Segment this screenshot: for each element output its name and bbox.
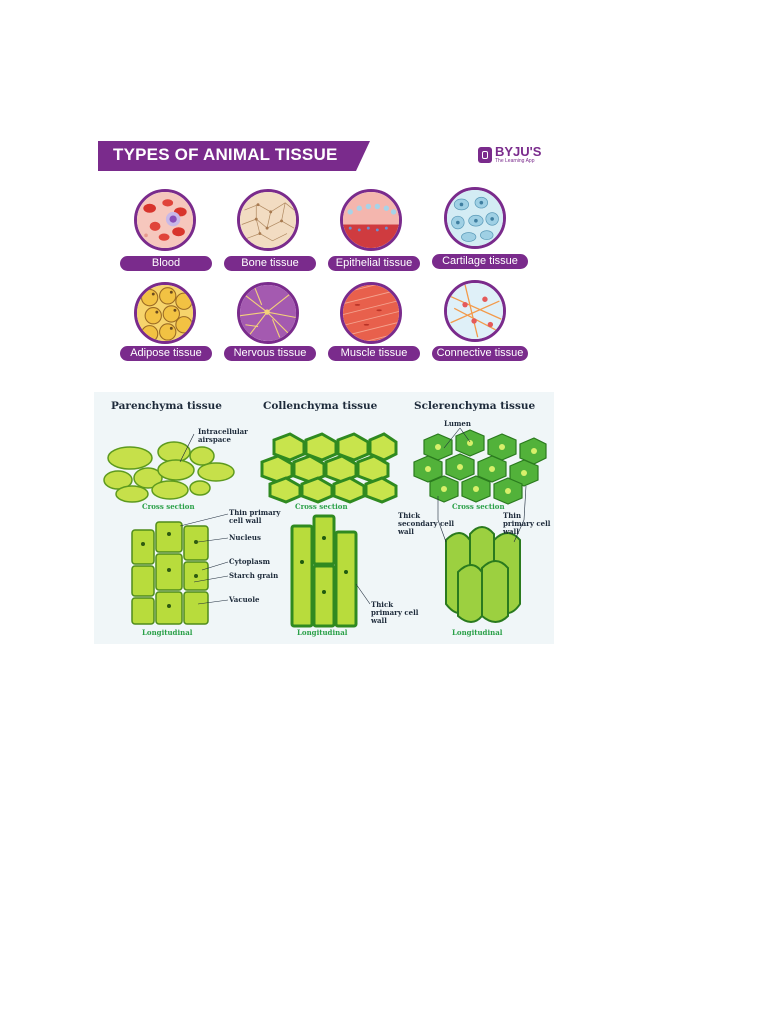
logo-name: BYJU'S — [495, 144, 542, 159]
tissue-label-nervous: Nervous tissue — [224, 346, 316, 361]
tissue-label-cartilage: Cartilage tissue — [432, 254, 528, 269]
adipose-tissue-illustration — [134, 282, 196, 344]
label-cytoplasm: Cytoplasm — [229, 557, 270, 566]
label-starch-grain: Starch grain — [229, 571, 279, 580]
cartilage-tissue-illustration — [444, 187, 506, 249]
tissue-label-connective: Connective tissue — [432, 346, 528, 361]
label-thin-primary-cell-wall-sclerenchyma: Thin primary cell wall — [503, 511, 551, 536]
parenchyma-cross-section — [103, 441, 235, 503]
byjus-logo-icon — [478, 146, 492, 163]
collenchyma-longitudinal — [290, 514, 358, 628]
label-thick-primary-cell-wall: Thick primary cell wall — [371, 600, 419, 625]
label-lumen: Lumen — [444, 419, 471, 428]
page-title: TYPES OF ANIMAL TISSUE — [113, 145, 338, 164]
caption-parenchyma-cross-section: Cross section — [142, 502, 195, 511]
connective-tissue-illustration — [444, 280, 506, 342]
tissue-label-blood: Blood — [120, 256, 212, 271]
label-thick-secondary-cell-wall: Thick secondary cell wall — [398, 511, 455, 536]
tissue-label-adipose: Adipose tissue — [120, 346, 212, 361]
caption-parenchyma-longitudinal: Longitudinal — [142, 628, 193, 637]
caption-collenchyma-longitudinal: Longitudinal — [297, 628, 348, 637]
collenchyma-cross-section — [260, 432, 398, 504]
nervous-tissue-illustration — [237, 282, 299, 344]
caption-collenchyma-cross-section: Cross section — [295, 502, 348, 511]
sclerenchyma-cross-section — [413, 429, 547, 505]
epithelial-tissue-illustration — [340, 189, 402, 251]
tissue-label-epithelial: Epithelial tissue — [328, 256, 420, 271]
label-nucleus: Nucleus — [229, 533, 261, 542]
parenchyma-title: Parenchyma tissue — [111, 400, 222, 412]
title-banner — [98, 141, 370, 171]
tissue-label-muscle: Muscle tissue — [328, 346, 420, 361]
byjus-logo: BYJU'S The Learning App — [478, 145, 541, 164]
muscle-tissue-illustration — [340, 282, 402, 344]
blood-illustration — [134, 189, 196, 251]
bone-tissue-illustration — [237, 189, 299, 251]
tissue-label-bone: Bone tissue — [224, 256, 316, 271]
parenchyma-longitudinal — [131, 521, 209, 625]
plant-tissue-drawings — [103, 427, 547, 628]
label-vacuole: Vacuole — [229, 595, 260, 604]
caption-sclerenchyma-cross-section: Cross section — [452, 502, 505, 511]
sclerenchyma-title: Sclerenchyma tissue — [414, 400, 536, 412]
collenchyma-title: Collenchyma tissue — [263, 400, 378, 412]
label-thin-primary-cell-wall: Thin primary cell wall — [229, 508, 281, 525]
caption-sclerenchyma-longitudinal: Longitudinal — [452, 628, 503, 637]
sclerenchyma-longitudinal — [445, 526, 521, 623]
logo-tagline: The Learning App — [495, 158, 535, 164]
label-intracellular-airspace: Intracellular airspace — [198, 427, 248, 444]
